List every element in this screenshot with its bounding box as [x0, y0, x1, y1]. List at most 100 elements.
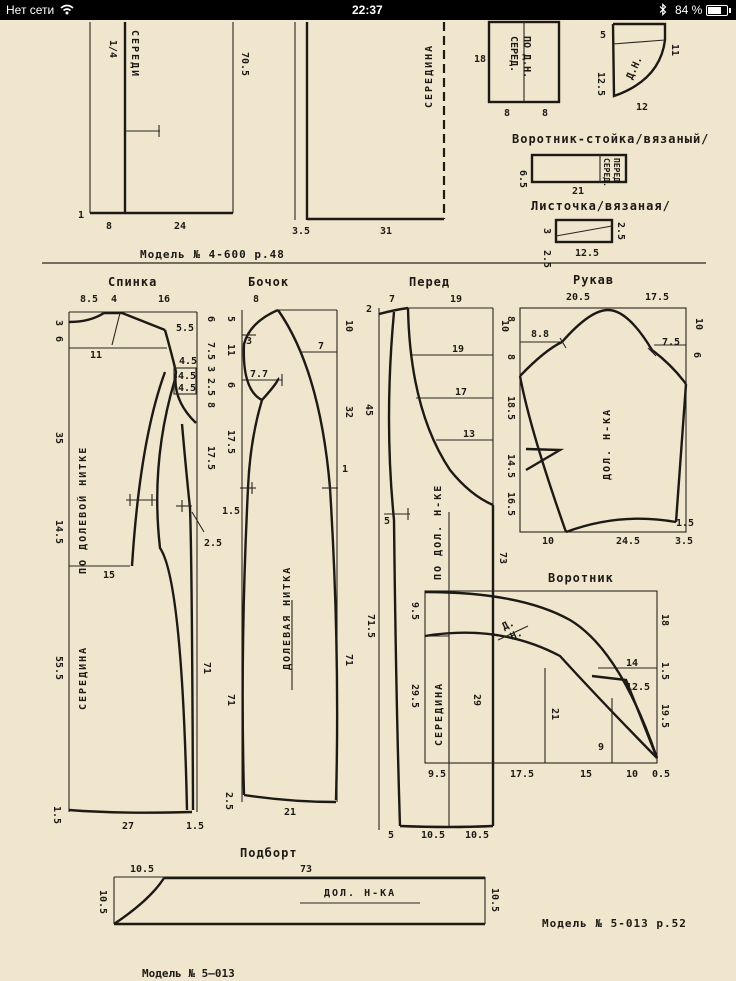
front-inner-19: 19: [452, 344, 464, 355]
front-top-19: 19: [450, 294, 462, 305]
back-top-left: 8.5: [80, 294, 98, 305]
sleeve-right-10: 10: [693, 318, 704, 330]
dim-bottom-8: 8: [106, 221, 112, 232]
status-bar: Нет сети 22:37 84 %: [0, 0, 736, 20]
back-center-label: СЕРЕДИНА: [78, 646, 89, 710]
welt-title: Листочка/вязаная/: [531, 199, 671, 213]
sleeve-right-6: 6: [691, 352, 702, 358]
side-left-2-5: 2.5: [223, 792, 234, 810]
back-title: Спинка: [108, 275, 157, 289]
welt-bottom: 12.5: [575, 248, 599, 259]
sleeve-right-7-5: 7.5: [662, 337, 680, 348]
collar-left-29-5: 29.5: [409, 684, 420, 708]
model-caption-right: Модель № 5-013 р.52: [542, 917, 687, 930]
back-right-7-5: 7.5: [205, 342, 216, 360]
sleeve-left-14-5: 14.5: [505, 454, 516, 478]
collar-center-label: СЕРЕДИНА: [434, 682, 445, 746]
front-title: Перед: [409, 275, 450, 289]
collar-bottom-0-5: 0.5: [652, 769, 670, 780]
bluetooth-icon: [659, 3, 667, 16]
front-right-73: 73: [497, 552, 508, 564]
front-top-7: 7: [389, 294, 395, 305]
sleeve-left-8-8: 8.8: [531, 329, 549, 340]
collar-bottom-10: 10: [626, 769, 638, 780]
front-grain-label: ПО ДОЛ. Н-КЕ: [433, 484, 444, 580]
side-title: Бочок: [248, 275, 289, 289]
sleeve-top-20-5: 20.5: [566, 292, 590, 303]
dim-bottom-31: 31: [380, 226, 392, 237]
sleeve-left-8: 8: [505, 316, 516, 322]
sleeve-right-1-5: 1.5: [676, 518, 694, 529]
back-right-4-5a: 4.5: [179, 356, 197, 367]
side-bottom-21: 21: [284, 807, 296, 818]
back-left-6: 6: [53, 336, 64, 342]
collar-dn-label-1: Д.: [501, 618, 517, 633]
side-left-6: 6: [225, 382, 236, 388]
side-top-8: 8: [253, 294, 259, 305]
collar-right-18: 18: [659, 614, 670, 626]
collar-inner-21: 21: [549, 708, 560, 720]
back-right-6: 6: [205, 316, 216, 322]
collar-stand-bottom: 21: [572, 186, 584, 197]
back-grain-label: ПО ДОЛЕВОЙ НИТКЕ: [76, 446, 89, 574]
welt-left-dim2: 3: [541, 228, 552, 234]
collar-bottom-15: 15: [580, 769, 592, 780]
collar-inner-29: 29: [471, 694, 482, 706]
middle-label: СЕРЕДИ: [129, 30, 140, 78]
back-inner-15: 15: [103, 570, 115, 581]
side-left-1-5: 1.5: [222, 506, 240, 517]
collar-dn-label-2: Н.: [509, 628, 525, 643]
front-bottom-10-5a: 10.5: [421, 830, 445, 841]
dn-box-top-left: 5: [600, 30, 606, 41]
dim-top-left: 70.5: [239, 52, 250, 76]
collar-inner-12-5: 12.5: [626, 682, 650, 693]
side-left-11: 11: [225, 344, 236, 356]
welt-right-dim: 2.5: [615, 222, 626, 240]
back-bottom-right-1-5: 1.5: [186, 821, 204, 832]
front-bottom-10-5b: 10.5: [465, 830, 489, 841]
back-right-dart-2-5: 2.5: [204, 538, 222, 549]
battery-percent: 84 %: [675, 3, 703, 17]
box-middle-line2: ПО Д.Н.: [521, 36, 532, 78]
collar-right-19-5: 19.5: [659, 704, 670, 728]
back-right-4-5c: 4.5: [178, 383, 196, 394]
side-grain-label: ДОЛЕВАЯ НИТКА: [282, 566, 293, 670]
front-pattern: Перед 7 19 2 45 5 71.5 19 17 13 10 73 5 …: [363, 275, 510, 841]
side-left-7-7: 7.7: [250, 369, 268, 380]
side-right-7: 7: [318, 341, 324, 352]
dn-box-right: 11: [669, 44, 680, 56]
pattern-sheet: 1/4 СЕРЕДИ 70.5 1 8 24 СЕРЕДИНА 3.5 31 М…: [42, 20, 708, 980]
facing-grain-label: ДОЛ. Н-КА: [324, 888, 396, 899]
front-inner-13: 13: [463, 429, 475, 440]
back-top-mid: 4: [111, 294, 117, 305]
dim-bottom-24: 24: [174, 221, 186, 232]
sleeve-top-17-5: 17.5: [645, 292, 669, 303]
facing-left-10-5: 10.5: [97, 890, 108, 914]
dim-bottom-1: 1: [78, 210, 84, 221]
back-left-35: 35: [53, 432, 64, 444]
side-left-5: 5: [225, 316, 236, 322]
sleeve-bottom-24-5: 24.5: [616, 536, 640, 547]
collar-bottom-17-5: 17.5: [510, 769, 534, 780]
welt-left-dim: 2.5: [541, 250, 552, 268]
facing-top-10-5: 10.5: [130, 864, 154, 875]
quarter-label: 1/4: [107, 40, 118, 58]
collar-stand-label1: СЕРЕД.: [602, 158, 611, 187]
dn-box-mid-left: 12.5: [595, 72, 606, 96]
back-top-right: 16: [158, 294, 170, 305]
dn-box-label: Д.Н.: [625, 55, 645, 81]
back-middle-label: СЕРЕДИНА: [424, 44, 435, 108]
dn-box-pattern: Д.Н. 5 12.5 11 12: [595, 22, 680, 113]
back-left-55-5: 55.5: [53, 656, 64, 680]
sleeve-bottom-3-5: 3.5: [675, 536, 693, 547]
front-inner-17: 17: [455, 387, 467, 398]
sleeve-left-16-5: 16.5: [505, 492, 516, 516]
collar-pattern: Воротник 9.5 29.5 29 21 9 14 12.5 18 1.5…: [409, 571, 670, 780]
back-right-4-5b: 4.5: [178, 371, 196, 382]
front-left-5: 5: [384, 516, 390, 527]
back-left-11: 11: [90, 350, 102, 361]
dim-bottom-3-5: 3.5: [292, 226, 310, 237]
front-left-71-5: 71.5: [365, 614, 376, 638]
back-right-5-5: 5.5: [176, 323, 194, 334]
box-middle-bottom-right: 8: [542, 108, 548, 119]
